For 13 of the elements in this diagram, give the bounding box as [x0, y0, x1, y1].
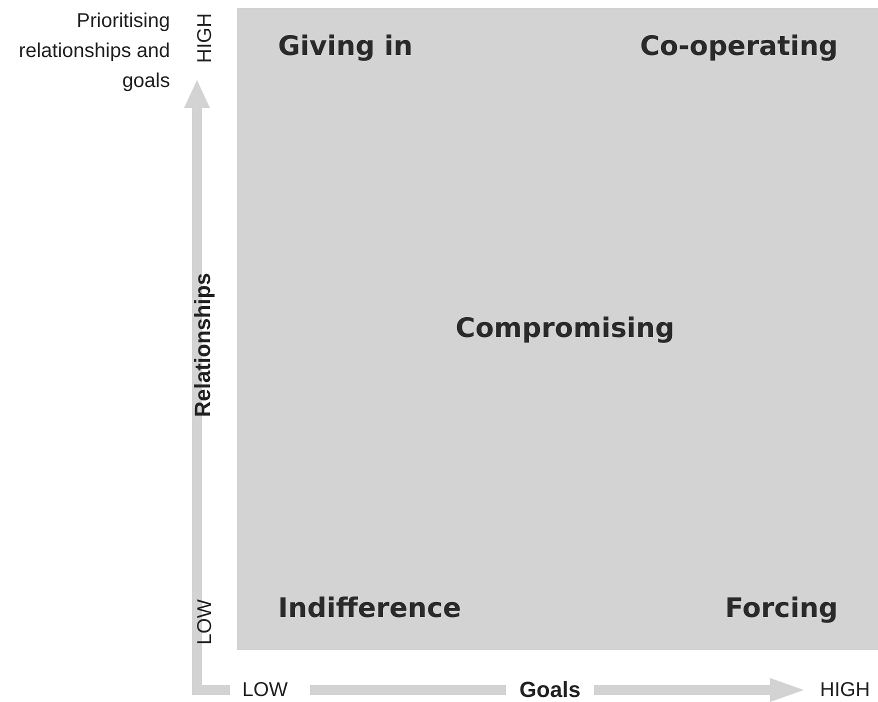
quadrant-label: Indifference: [278, 592, 462, 626]
axis-tick-label: HIGH: [193, 13, 217, 63]
quadrant-label: Co-operating: [640, 30, 838, 64]
axis-tick-label: LOW: [193, 599, 217, 645]
quadrant-label: Forcing: [724, 592, 838, 626]
axis-title: Relationships: [190, 272, 216, 418]
axis-title: Goals: [519, 677, 581, 702]
quadrant-label: Giving in: [278, 30, 413, 64]
axis-tick-label: HIGH: [820, 678, 870, 702]
quadrant-panel: [237, 8, 878, 650]
axis-tick-label: LOW: [242, 678, 288, 702]
note-text: Prioritising relationships and goals: [18, 9, 170, 94]
quadrant-label: Compromising: [456, 312, 674, 346]
